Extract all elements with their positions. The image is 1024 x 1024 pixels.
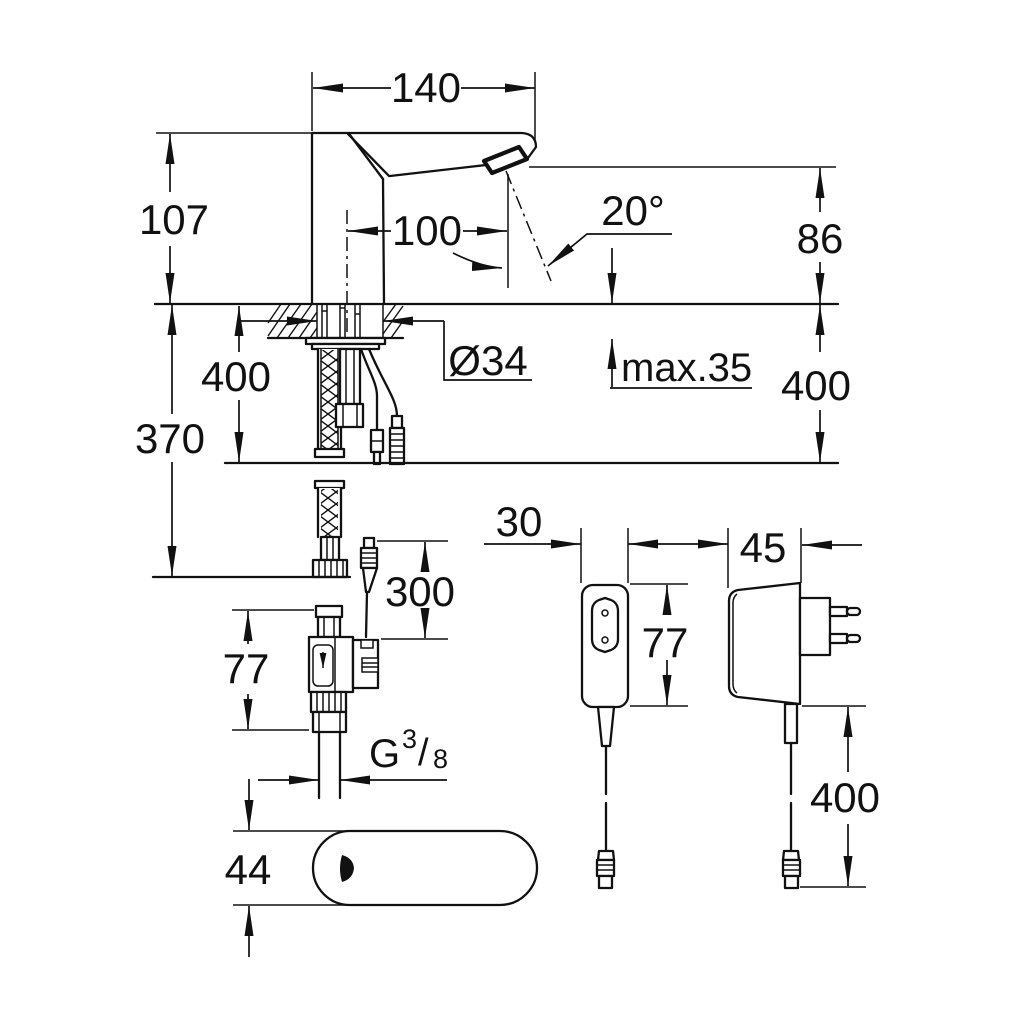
cable-socket-connector [390, 414, 404, 430]
dim-thread-size: G 3 / 8 [258, 724, 448, 785]
thread-label-G: G [369, 732, 400, 776]
thread-label-denominator: 8 [433, 744, 448, 774]
dim-label-max-deck-thickness: max.35 [621, 346, 752, 390]
hose-union-nut [311, 558, 349, 579]
dim-below-deck-left: 400 [201, 306, 271, 462]
dim-spout-reach: 100 [348, 207, 507, 254]
dim-spout-width: 140 [311, 64, 536, 140]
dim-adapter-width: 45 [727, 524, 862, 588]
dim-label-spray-angle: 20° [601, 187, 665, 234]
dim-outlet-clearance: 86 [529, 166, 844, 303]
dim-label-adapter-width: 45 [740, 524, 787, 571]
dim-label-adapter-cable-length: 400 [810, 774, 880, 821]
dim-spout-height: 107 [139, 132, 312, 303]
mounting-shank [316, 304, 384, 338]
dim-label-hole-diameter: Ø34 [448, 337, 527, 384]
faucet-body [310, 131, 552, 344]
dim-label-valve-cable-length: 300 [385, 568, 455, 615]
dim-label-socket-width: 30 [496, 498, 543, 545]
thread-label-slash: / [418, 732, 429, 774]
brand-logo-mark [340, 855, 354, 882]
dim-valve-height: 77 [223, 609, 314, 731]
dim-socket-height: 77 [630, 583, 689, 707]
dim-valve-cable-length: 300 [377, 540, 455, 640]
dim-hose-length: 370 [135, 305, 352, 579]
dim-label-spout-width: 140 [391, 64, 461, 111]
shutoff-valve-assembly [307, 604, 380, 800]
power-adapter [727, 581, 862, 890]
valve-cable-connector [359, 536, 379, 639]
dim-below-deck-right: 400 [223, 305, 851, 465]
dim-escutcheon-height: 44 [225, 779, 352, 957]
escutcheon-plate [311, 829, 539, 907]
plug-pins [828, 605, 862, 645]
euro-socket-recess [590, 596, 620, 654]
mounting-flange [304, 336, 387, 351]
supply-hose-lower [311, 479, 349, 579]
dim-label-socket-height: 77 [642, 619, 689, 666]
dim-label-spout-reach: 100 [392, 207, 462, 254]
dim-label-below-deck-left: 400 [201, 353, 271, 400]
aerator-outlet [481, 144, 530, 176]
thread-label-numerator: 3 [402, 724, 417, 754]
dim-label-below-deck-right: 400 [781, 362, 851, 409]
dim-max-deck-thickness: max.35 [607, 248, 752, 390]
dim-label-hose-length: 370 [135, 415, 205, 462]
dim-label-spout-height: 107 [139, 196, 209, 243]
dim-label-outlet-clearance: 86 [797, 215, 844, 262]
faucet-cables [359, 347, 406, 466]
dim-label-valve-height: 77 [223, 645, 270, 692]
mounting-deck [153, 302, 840, 351]
sensor-cable-conduit [334, 347, 365, 429]
dim-label-escutcheon-height: 44 [225, 846, 272, 893]
power-socket-unit [580, 583, 630, 890]
water-stream-axis [505, 170, 552, 282]
dim-adapter-cable-length: 400 [800, 705, 880, 888]
dim-hole-diameter: Ø34 [240, 316, 532, 384]
dim-spray-angle: 20° [452, 187, 672, 272]
dim-socket-width: 30 [484, 498, 728, 583]
